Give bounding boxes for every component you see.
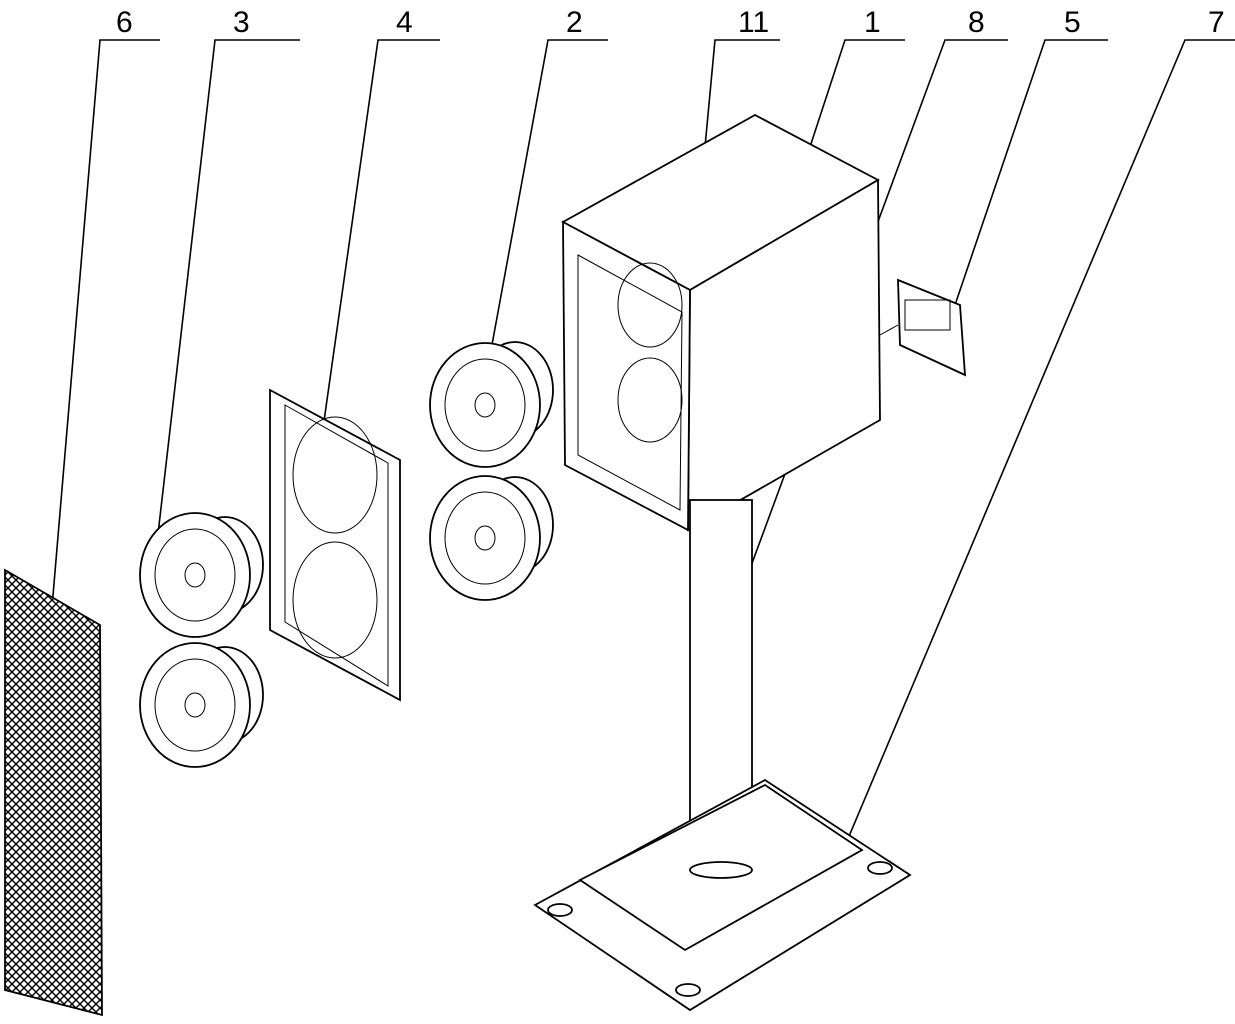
terminal-plate-5 bbox=[879, 278, 967, 377]
leader-6 bbox=[44, 39, 160, 691]
baffle-frame-4 bbox=[269, 388, 401, 702]
cabinet-1 bbox=[561, 113, 881, 532]
leader-3 bbox=[154, 39, 300, 561]
leader-7 bbox=[819, 39, 1235, 906]
callout-6: 6 bbox=[116, 6, 133, 39]
leader-4 bbox=[309, 39, 440, 521]
leader-5 bbox=[954, 39, 1108, 306]
callout-3: 3 bbox=[233, 6, 250, 39]
callout-1: 1 bbox=[864, 6, 881, 39]
woofer-pair-2 bbox=[429, 341, 554, 601]
callout-7: 7 bbox=[1208, 6, 1225, 39]
callout-2: 2 bbox=[566, 6, 583, 39]
callout-4: 4 bbox=[396, 6, 413, 39]
callout-8: 8 bbox=[968, 6, 985, 39]
leader-2 bbox=[479, 39, 608, 411]
woofer-pair-3 bbox=[139, 512, 264, 768]
callout-5: 5 bbox=[1064, 6, 1081, 39]
stand-base-7 bbox=[533, 778, 912, 1012]
grille bbox=[4, 568, 103, 1017]
callout-11: 11 bbox=[738, 6, 770, 39]
leader-lines bbox=[44, 39, 1235, 906]
